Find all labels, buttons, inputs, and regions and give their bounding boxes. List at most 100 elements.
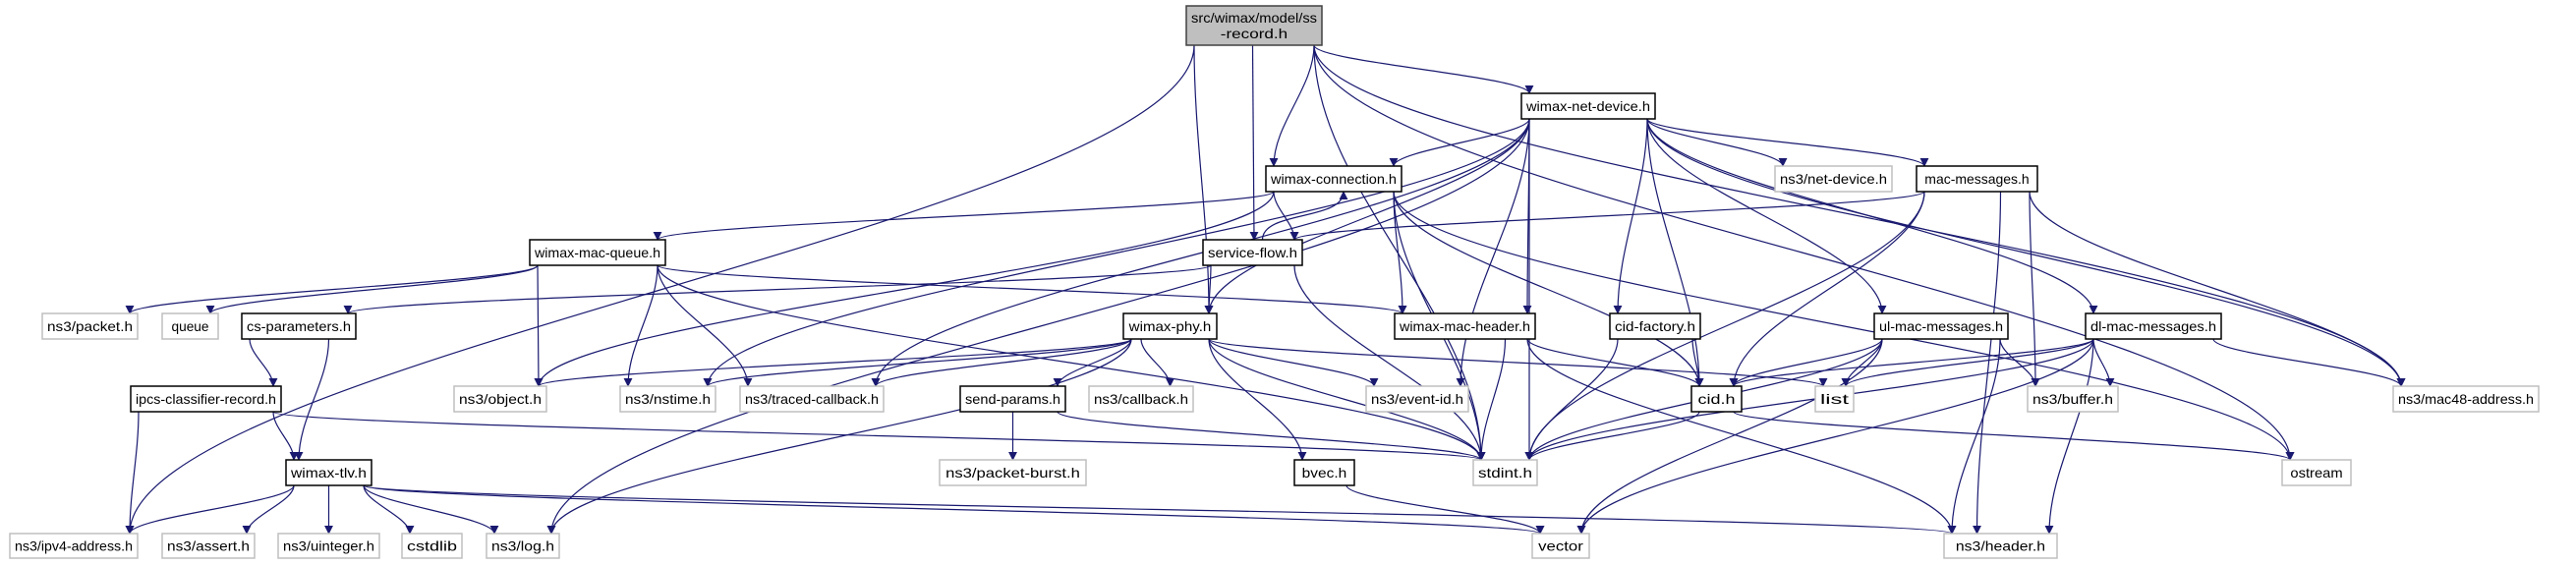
edge-cid-factory-to-cid xyxy=(1691,338,1704,387)
edge-ul-mac-messages-to-ns3-buffer xyxy=(1999,338,2040,387)
node-queue: queue xyxy=(161,312,219,340)
node-label: mac-messages.h xyxy=(1924,171,2029,187)
edge-dl-mac-messages-to-vector xyxy=(1576,338,2094,535)
edge-ipcs-classifier-record-to-ns3-ipv4-address xyxy=(125,411,140,535)
edge-wimax-mac-queue-to-ns3-traced-callback xyxy=(657,264,753,387)
edge-wimax-net-device-to-mac-messages xyxy=(1646,118,1929,167)
node-ostream: ostream xyxy=(2281,459,2352,486)
edge-wimax-mac-header-to-cid xyxy=(1526,338,1704,387)
edge-wimax-tlv-to-ns3-assert xyxy=(242,484,295,535)
node-list: list xyxy=(1814,385,1855,413)
node-box xyxy=(739,385,885,413)
edge-wimax-net-device-to-ns3-nstime xyxy=(703,118,1530,387)
node-label: dl-mac-messages.h xyxy=(2090,318,2216,334)
edge-wimax-mac-header-to-ns3-header xyxy=(1526,338,1957,535)
edge-root-to-ns3-ipv4-address xyxy=(125,44,1195,535)
node-label: wimax-connection.h xyxy=(1270,171,1397,187)
edge-service-flow-to-wimax-connection xyxy=(1261,191,1348,241)
node-label: ns3/assert.h xyxy=(167,538,250,554)
node-box xyxy=(241,312,357,340)
node-ns3-nstime: ns3/nstime.h xyxy=(619,385,716,413)
node-label: ns3/mac48-address.h xyxy=(2398,391,2534,407)
node-box xyxy=(161,312,219,340)
edge-mac-messages-to-ns3-buffer xyxy=(2029,191,2040,387)
node-box xyxy=(1472,459,1538,486)
node-ul-mac-messages[interactable]: ul-mac-messages.h xyxy=(1873,312,2009,340)
edge-mac-messages-to-service-flow xyxy=(1289,191,1925,241)
node-wimax-connection[interactable]: wimax-connection.h xyxy=(1265,165,1402,193)
node-label: service-flow.h xyxy=(1208,245,1297,260)
edge-wimax-net-device-to-ns3-event-id xyxy=(1456,118,1530,387)
node-dl-mac-messages[interactable]: dl-mac-messages.h xyxy=(2085,312,2222,340)
edge-wimax-phy-to-ns3-nstime xyxy=(703,338,1132,387)
node-wimax-mac-queue[interactable]: wimax-mac-queue.h xyxy=(529,239,666,266)
edge-wimax-tlv-to-ns3-log xyxy=(363,484,499,535)
node-box xyxy=(1365,385,1469,413)
node-box xyxy=(1609,312,1701,340)
edge-wimax-connection-to-ns3-object xyxy=(534,191,1275,387)
node-label: wimax-mac-queue.h xyxy=(534,245,660,260)
edge-wimax-phy-to-send-params xyxy=(1053,338,1132,387)
edge-wimax-tlv-to-ns3-ipv4-address xyxy=(125,484,295,535)
node-ns3-packet: ns3/packet.h xyxy=(41,312,139,340)
edge-send-params-to-stdint xyxy=(1057,411,1486,461)
node-wimax-tlv[interactable]: wimax-tlv.h xyxy=(285,459,372,486)
node-label: ns3/nstime.h xyxy=(625,391,711,407)
node-box xyxy=(959,385,1066,413)
node-label: wimax-tlv.h xyxy=(290,465,367,480)
node-cid-factory[interactable]: cid-factory.h xyxy=(1609,312,1701,340)
node-box xyxy=(277,533,380,559)
node-box xyxy=(939,459,1087,486)
nodes-layer: src/wimax/model/ss-record.h wimax-net-dev… xyxy=(9,5,2540,559)
node-vector: vector xyxy=(1531,533,1590,559)
node-mac-messages[interactable]: mac-messages.h xyxy=(1916,165,2038,193)
node-ipcs-classifier-record[interactable]: ipcs-classifier-record.h xyxy=(130,385,282,413)
edge-wimax-tlv-to-cstdlib xyxy=(363,484,415,535)
node-wimax-phy[interactable]: wimax-phy.h xyxy=(1122,312,1218,340)
node-ns3-net-device: ns3/net-device.h xyxy=(1774,165,1893,193)
node-ns3-buffer: ns3/buffer.h xyxy=(2027,385,2119,413)
node-wimax-net-device[interactable]: wimax-net-device.h xyxy=(1520,92,1656,120)
node-cid[interactable]: cid.h xyxy=(1690,385,1743,413)
node-box xyxy=(1185,5,1323,46)
edge-service-flow-to-stdint xyxy=(1293,264,1486,461)
edge-root-to-ostream xyxy=(1313,44,2295,461)
node-box xyxy=(1293,459,1355,486)
node-box xyxy=(130,385,282,413)
node-box xyxy=(1873,312,2009,340)
node-cs-parameters[interactable]: cs-parameters.h xyxy=(241,312,357,340)
node-label: ipcs-classifier-record.h xyxy=(136,391,276,407)
node-ns3-object: ns3/object.h xyxy=(453,385,547,413)
node-bvec[interactable]: bvec.h xyxy=(1293,459,1355,486)
node-wimax-mac-header[interactable]: wimax-mac-header.h xyxy=(1394,312,1536,340)
edge-wimax-phy-to-bvec xyxy=(1208,338,1307,461)
node-service-flow[interactable]: service-flow.h xyxy=(1202,239,1303,266)
node-label: ns3/net-device.h xyxy=(1780,171,1887,187)
node-send-params[interactable]: send-params.h xyxy=(959,385,1066,413)
edge-wimax-phy-to-ns3-event-id xyxy=(1208,338,1379,387)
edge-root-to-service-flow xyxy=(1249,44,1259,241)
edge-wimax-phy-to-list xyxy=(1208,338,1828,387)
node-box xyxy=(1088,385,1194,413)
node-cstdlib: cstdlib xyxy=(401,533,463,559)
edge-wimax-net-device-to-cid xyxy=(1646,118,1704,387)
edge-wimax-net-device-to-cid-factory xyxy=(1613,118,1648,314)
node-ns3-log: ns3/log.h xyxy=(486,533,560,559)
edge-bvec-to-vector xyxy=(1345,484,1545,535)
node-root[interactable]: src/wimax/model/ss-record.h xyxy=(1185,5,1323,46)
edge-dl-mac-messages-to-ns3-mac48-address xyxy=(2212,338,2406,387)
node-label: wimax-mac-header.h xyxy=(1399,318,1530,334)
node-box xyxy=(2281,459,2352,486)
node-label: ns3/log.h xyxy=(491,538,554,554)
node-box xyxy=(1122,312,1218,340)
node-label: wimax-net-device.h xyxy=(1525,98,1650,114)
node-box xyxy=(1531,533,1590,559)
node-box xyxy=(41,312,139,340)
edge-ul-mac-messages-to-cid xyxy=(1729,338,1883,387)
edge-wimax-mac-queue-to-wimax-mac-header xyxy=(657,264,1407,314)
node-box xyxy=(1265,165,1402,193)
node-ns3-header: ns3/header.h xyxy=(1943,533,2058,559)
node-box xyxy=(2392,385,2540,413)
node-label: ns3/uinteger.h xyxy=(283,538,374,554)
